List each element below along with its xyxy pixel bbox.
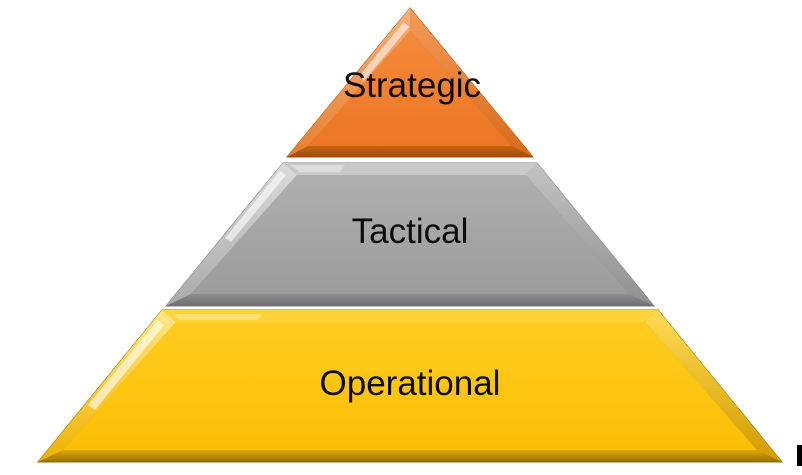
strategic-label: Strategic	[343, 66, 481, 105]
tactical-gloss-top	[290, 165, 345, 172]
operational-bevel-bottom	[38, 450, 782, 462]
tactical-bevel-top	[283, 163, 537, 175]
operational-bevel-right	[645, 310, 782, 462]
strategic-bevel-left	[287, 8, 410, 157]
pyramid-level-tactical[interactable]: Tactical	[164, 162, 656, 307]
operational-gloss-highlight	[88, 320, 164, 410]
strategic-bevel-bottom	[287, 146, 533, 157]
operational-gloss-top	[172, 314, 262, 320]
operational-label: Operational	[320, 364, 501, 403]
operational-bevel-top	[162, 310, 658, 322]
tactical-face	[191, 175, 629, 294]
tactical-bevel-bottom	[166, 294, 654, 306]
pyramid-level-strategic[interactable]: Strategic	[285, 7, 535, 158]
strategic-gloss-highlight	[359, 22, 409, 81]
text-cursor-artifact	[797, 445, 802, 466]
tactical-label: Tactical	[352, 212, 469, 251]
tactical-bevel-right	[526, 163, 654, 306]
tactical-gloss-highlight	[225, 171, 286, 242]
strategic-bevel-right	[410, 8, 533, 157]
operational-face	[63, 322, 757, 450]
strategic-face	[308, 31, 512, 146]
pyramid-level-operational[interactable]: Operational	[36, 309, 784, 463]
